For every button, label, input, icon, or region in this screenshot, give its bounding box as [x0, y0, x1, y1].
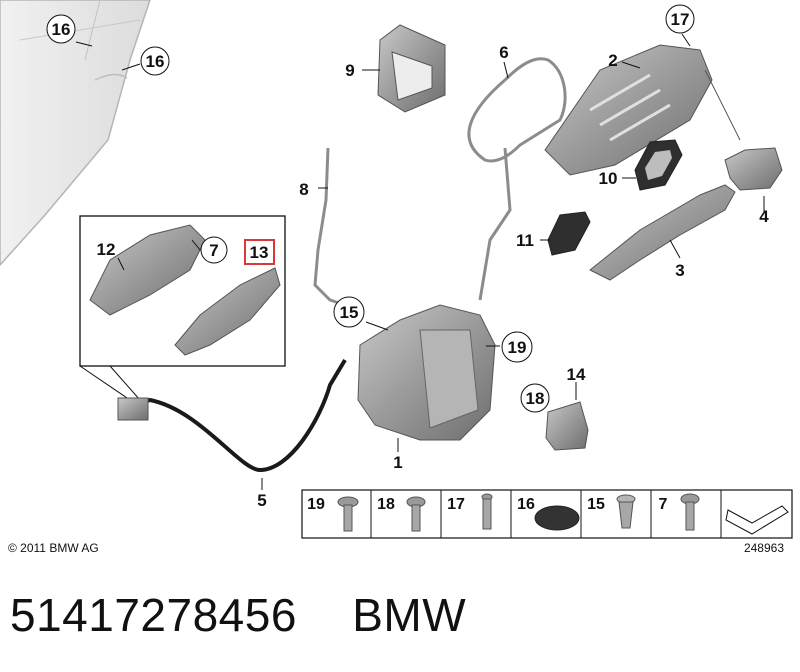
plug-icon	[534, 505, 580, 531]
parts-exploded-diagram: 16 16 9 6 17 2 8 10 4 11 3 12 7 13 15 19…	[0, 0, 793, 555]
callout-16a: 16	[46, 14, 76, 44]
svg-text:5: 5	[257, 491, 266, 510]
handle-gasket	[547, 211, 591, 256]
callout-5: 5	[257, 491, 266, 510]
callout-13: 13	[250, 243, 269, 262]
strip-label-6: 7	[659, 496, 668, 513]
operating-rod	[313, 147, 346, 307]
callout-2: 2	[608, 51, 617, 70]
gasket-part	[634, 139, 683, 191]
handle-carrier	[544, 44, 713, 176]
cable-loop	[467, 57, 567, 301]
svg-text:11: 11	[516, 231, 534, 250]
callout-8: 8	[299, 180, 308, 199]
svg-text:17: 17	[671, 10, 690, 29]
svg-text:16: 16	[146, 52, 165, 71]
strip-label-3: 17	[447, 496, 465, 513]
callout-16b: 16	[140, 46, 170, 76]
clip-icon	[616, 494, 636, 529]
strip-label-2: 18	[377, 496, 395, 513]
svg-text:14: 14	[567, 365, 586, 384]
callout-10: 10	[599, 169, 618, 188]
arrow-icon	[725, 505, 789, 535]
striker-plate	[545, 401, 589, 451]
part-number: 51417278456	[10, 589, 297, 641]
strip-label-5: 15	[587, 496, 605, 513]
svg-text:10: 10	[599, 169, 618, 188]
svg-text:7: 7	[209, 241, 218, 260]
svg-text:18: 18	[526, 389, 545, 408]
highlight-box-13	[244, 239, 275, 265]
callout-15: 15	[333, 296, 365, 328]
svg-text:6: 6	[499, 43, 508, 62]
callout-7: 7	[200, 236, 228, 264]
door-lock-assembly	[357, 304, 496, 441]
screw-icon	[337, 496, 359, 532]
part-number-line: 51417278456 BMW	[10, 588, 466, 642]
bracket-part	[377, 24, 446, 113]
callout-17: 17	[665, 4, 695, 34]
screw-icon	[680, 493, 700, 531]
callout-4: 4	[759, 207, 769, 226]
svg-text:13: 13	[250, 243, 269, 262]
callout-6: 6	[499, 43, 508, 62]
svg-text:12: 12	[97, 240, 116, 259]
svg-text:16: 16	[52, 20, 71, 39]
outside-door-handle	[589, 184, 736, 281]
callout-3: 3	[675, 261, 684, 280]
svg-text:2: 2	[608, 51, 617, 70]
callout-18: 18	[520, 383, 550, 413]
svg-text:1: 1	[393, 453, 402, 472]
brand-name: BMW	[352, 589, 467, 641]
svg-text:3: 3	[675, 261, 684, 280]
fastener-strip: 19 18 17 16 15 7	[301, 489, 793, 539]
door-panel	[0, 0, 151, 267]
svg-text:4: 4	[759, 207, 769, 226]
strip-label-1: 19	[307, 496, 325, 513]
diagram-id: 248963	[744, 541, 784, 555]
callout-9: 9	[345, 61, 354, 80]
callout-11: 11	[516, 231, 534, 250]
callout-19: 19	[501, 331, 533, 363]
lock-cylinder-cap	[724, 147, 783, 191]
svg-text:9: 9	[345, 61, 354, 80]
svg-text:15: 15	[340, 303, 359, 322]
svg-text:8: 8	[299, 180, 308, 199]
copyright: © 2011 BMW AG	[8, 541, 99, 555]
strip-label-4: 16	[517, 496, 535, 513]
callout-12: 12	[97, 240, 116, 259]
bowden-cable	[117, 358, 347, 473]
bolt-icon	[481, 493, 493, 530]
svg-text:19: 19	[508, 338, 527, 357]
callout-1: 1	[393, 453, 402, 472]
screw-icon	[406, 496, 426, 532]
callout-14: 14	[567, 365, 586, 384]
